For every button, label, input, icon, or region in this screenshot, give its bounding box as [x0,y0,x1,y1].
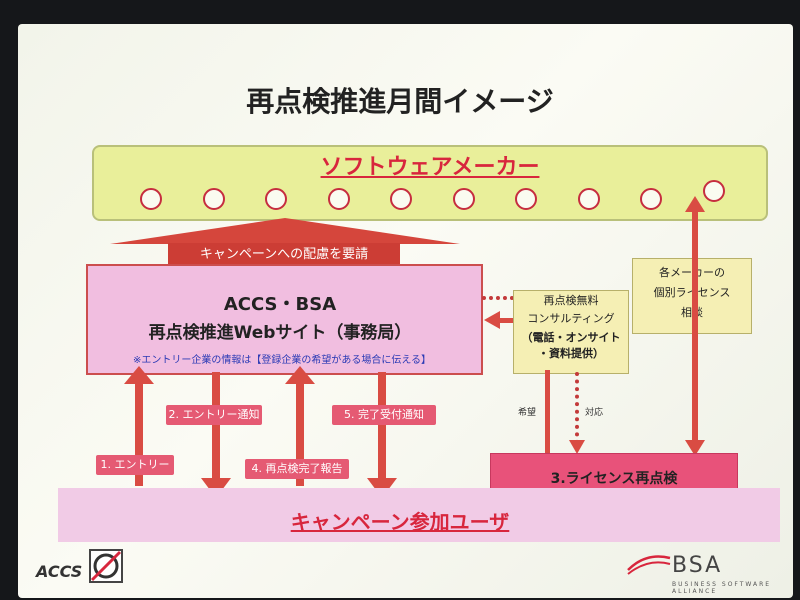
web-site-title: 再点検推進Webサイト（事務局） [148,323,412,343]
kibou-line [545,370,550,454]
maker-circle [140,188,162,210]
request-banner: キャンペーンへの配慮を要請 [168,243,400,267]
taiou-arrow-head [569,440,585,454]
maker-circle [390,188,413,210]
accs-logo-icon [89,549,123,583]
maker-circle [202,188,225,210]
step1-arrow-head [124,366,154,384]
consult-line4: ・資料提供） [538,347,604,360]
campaign-users-label: キャンペーン参加ユーザ [290,510,510,534]
maker-circle [703,180,725,202]
consult-line2: コンサルティング [527,312,615,325]
taiou-label: 対応 [585,408,604,418]
step4-arrow-head [285,366,315,384]
step5-complete-receipt-tag: 5. 完了受付通知 [332,405,436,425]
slide-title: 再点検推進月間イメージ [246,85,554,118]
maker-circle [640,188,663,210]
web-site-org: ACCS・BSA [223,294,337,315]
maker-arrow-head-up [685,196,705,212]
maker-circle [265,188,288,210]
consult-to-web-arrow-head [484,311,500,329]
taiou-dotted-arrow [575,372,579,444]
dotted-connector [482,296,514,300]
maker-circle [515,188,538,210]
consult-line1: 再点検無料 [543,294,599,307]
free-consulting-box: 再点検無料 コンサルティング （電話・オンサイト ・資料提供） [513,290,629,374]
step4-complete-report-tag: 4. 再点検完了報告 [245,459,349,479]
kibou-label: 希望 [518,408,537,418]
step2-entry-notice-tag: 2. エントリー通知 [166,405,262,425]
web-site-box [86,264,483,375]
maker-circle [577,188,600,210]
step1-entry-tag: 1. エントリー [96,455,174,475]
maker-circle [327,188,350,210]
bsa-logo-subtitle: BUSINESS SOFTWARE ALLIANCE [672,581,772,595]
step1-arrow [135,380,143,486]
bsa-swoosh-icon [627,555,671,575]
maker-license-double-arrow [692,210,698,450]
maker-circle [452,188,475,210]
consult-to-web-arrow [500,318,514,323]
request-arrow-head [110,218,460,244]
step5-arrow [378,372,386,480]
web-site-note: ※エントリー企業の情報は【登録企業の希望がある場合に伝える】 [132,355,432,366]
software-maker-label: ソフトウェアメーカー [320,155,540,180]
accs-logo-text: ACCS [36,562,83,581]
consult-line3: （電話・オンサイト [521,331,621,344]
step2-arrow [212,372,220,480]
license-arrow-head-down [685,440,705,456]
bsa-logo-text: BSA [672,553,723,578]
campaign-users-box [58,488,780,542]
step4-arrow [296,380,304,486]
